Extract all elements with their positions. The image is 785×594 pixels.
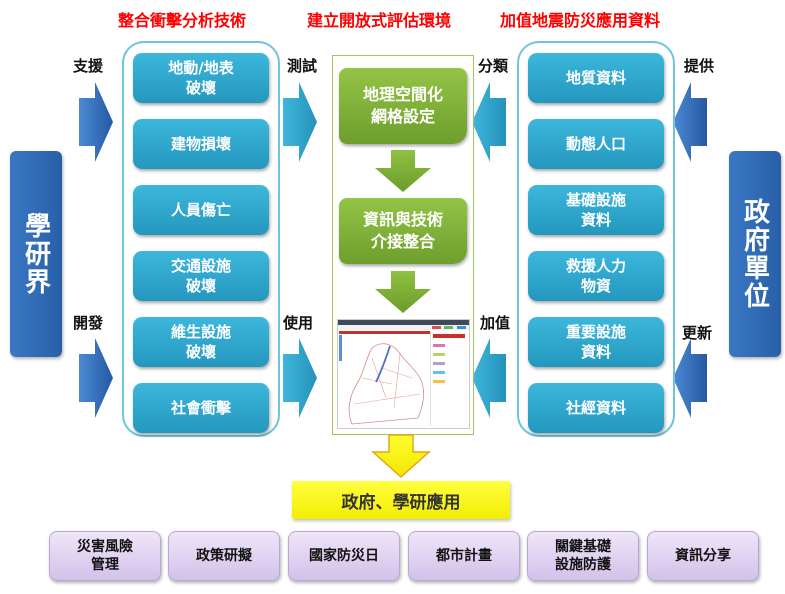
title-impact-analysis: 整合衝擊分析技術 [118, 11, 247, 30]
actor-academia: 學研界 [10, 151, 62, 357]
application-item: 政策研擬 [168, 531, 280, 581]
arrow-right-icon [79, 82, 113, 162]
data-item: 救援人力 物資 [528, 251, 664, 301]
actor-government: 政府單位 [729, 151, 781, 357]
label-support: 支援 [73, 57, 104, 75]
label-provide: 提供 [684, 57, 715, 75]
impact-item: 人員傷亡 [133, 185, 269, 235]
application-item: 都市計畫 [408, 531, 520, 581]
impact-item: 維生設施 破壞 [133, 317, 269, 367]
application-label: 國家防災日 [309, 548, 379, 564]
application-label: 災害風險 管理 [77, 539, 133, 573]
map-application-screenshot [337, 319, 470, 429]
application-item: 國家防災日 [288, 531, 400, 581]
title-value-added-data: 加值地震防災應用資料 [500, 11, 661, 30]
arrow-right-icon [79, 338, 113, 418]
application-label: 資訊分享 [675, 548, 731, 564]
label-update: 更新 [682, 324, 713, 342]
step-label: 地理空間化 網格設定 [362, 85, 443, 126]
data-item-label: 動態人口 [565, 135, 626, 153]
data-item: 動態人口 [528, 119, 664, 169]
impact-analysis-group: 地動/地表 破壞 建物損壞 人員傷亡 交通設施 破壞 維生設施 破壞 社會衝擊 [122, 41, 280, 437]
data-item: 基礎設施 資料 [528, 185, 664, 235]
label-develop: 開發 [73, 314, 104, 332]
applications-header: 政府、學研應用 [292, 481, 510, 519]
application-item: 資訊分享 [647, 531, 759, 581]
data-item-label: 社經資料 [565, 399, 626, 417]
impact-item: 社會衝擊 [133, 383, 269, 433]
impact-item-label: 社會衝擊 [170, 399, 231, 417]
arrow-right-icon [283, 338, 317, 418]
step-label: 資訊與技術 介接整合 [362, 210, 443, 251]
application-label: 關鍵基礎 設施防護 [555, 539, 611, 573]
application-item: 關鍵基礎 設施防護 [527, 531, 639, 581]
label-use: 使用 [283, 314, 314, 332]
label-classify: 分類 [478, 57, 509, 75]
data-item-label: 地質資料 [565, 69, 626, 87]
step-spatial-grid: 地理空間化 網格設定 [339, 68, 467, 144]
impact-item-label: 交通設施 破壞 [170, 257, 231, 295]
data-item-label: 重要設施 資料 [565, 323, 626, 361]
label-test: 測試 [287, 57, 318, 75]
application-item: 災害風險 管理 [49, 531, 161, 581]
arrow-down-icon [371, 434, 431, 479]
data-item-label: 基礎設施 資料 [565, 191, 626, 229]
application-label: 都市計畫 [436, 548, 492, 564]
impact-item-label: 地動/地表 破壞 [168, 59, 234, 97]
arrow-right-icon [283, 82, 317, 162]
title-open-environment: 建立開放式評估環境 [307, 11, 452, 30]
step-integration: 資訊與技術 介接整合 [339, 198, 467, 264]
impact-item: 交通設施 破壞 [133, 251, 269, 301]
data-item: 社經資料 [528, 383, 664, 433]
data-item-label: 救援人力 物資 [565, 257, 626, 295]
open-environment-panel: 地理空間化 網格設定 資訊與技術 介接整合 [332, 55, 474, 435]
impact-item-label: 維生設施 破壞 [170, 323, 231, 361]
arrow-left-icon [673, 82, 707, 162]
arrow-down-icon [375, 271, 431, 313]
arrow-left-icon [472, 338, 506, 418]
label-add-value: 加值 [480, 314, 511, 332]
impact-item: 地動/地表 破壞 [133, 53, 269, 103]
data-item: 重要設施 資料 [528, 317, 664, 367]
arrow-left-icon [472, 82, 506, 162]
arrow-down-icon [375, 150, 431, 192]
application-label: 政策研擬 [196, 548, 252, 564]
impact-item-label: 建物損壞 [170, 135, 231, 153]
impact-item: 建物損壞 [133, 119, 269, 169]
impact-item-label: 人員傷亡 [170, 201, 231, 219]
earthquake-data-group: 地質資料 動態人口 基礎設施 資料 救援人力 物資 重要設施 資料 社經資料 [517, 41, 675, 437]
data-item: 地質資料 [528, 53, 664, 103]
arrow-left-icon [673, 338, 707, 418]
